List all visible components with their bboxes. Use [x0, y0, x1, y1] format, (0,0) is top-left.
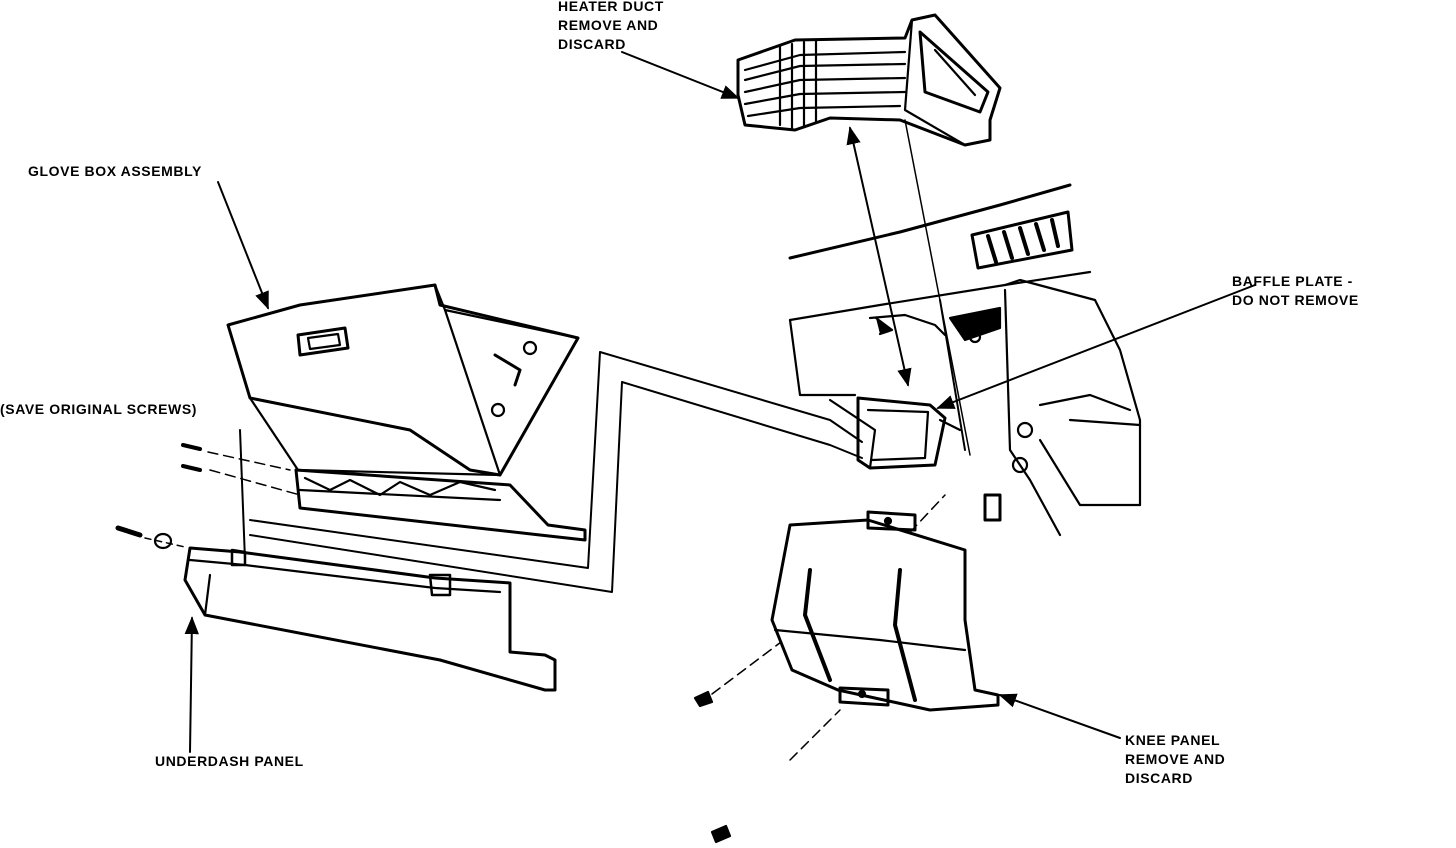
heater-duct	[736, 13, 1002, 147]
leader-baffle-plate	[936, 284, 1256, 409]
glove-box-assembly	[226, 283, 587, 542]
heater-duct-label: HEATER DUCT REMOVE AND DISCARD	[558, 0, 664, 52]
underdash-panel	[183, 429, 557, 692]
baffle-plate	[828, 396, 962, 470]
duct-alignment-arrow	[846, 126, 912, 387]
dash-panel	[788, 183, 1142, 537]
leader-glove-box	[217, 181, 269, 310]
installation-path	[249, 351, 863, 593]
knee-panel-label: KNEE PANEL REMOVE AND DISCARD	[1125, 732, 1226, 786]
leader-heater-duct	[621, 51, 740, 99]
baffle-plate-label: BAFFLE PLATE - DO NOT REMOVE	[1232, 273, 1359, 308]
leader-underdash-panel	[184, 616, 199, 753]
glove-box-label: GLOVE BOX ASSEMBLY	[28, 163, 202, 179]
underdash-panel-label: UNDERDASH PANEL	[155, 753, 304, 769]
leader-knee-panel	[998, 693, 1121, 739]
save-screws-label: (SAVE ORIGINAL SCREWS)	[0, 401, 198, 417]
knee-panel	[770, 510, 1000, 712]
